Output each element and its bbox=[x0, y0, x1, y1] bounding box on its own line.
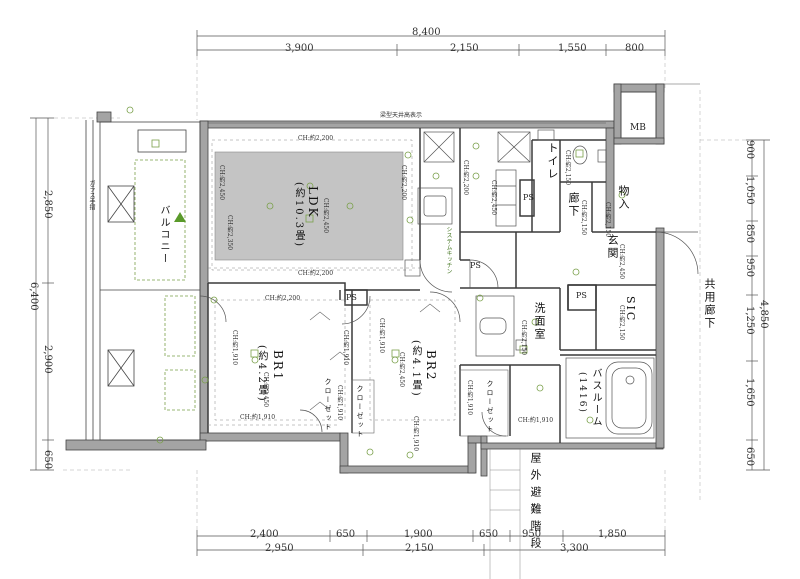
bottom-dim-4: 650 bbox=[479, 529, 499, 540]
guide-lines bbox=[54, 56, 746, 530]
washroom-label: 洗面室 bbox=[533, 302, 546, 341]
bathroom-fixtures bbox=[565, 357, 655, 439]
bottom-dim-5: 950 bbox=[522, 529, 542, 540]
top-dim-1: 3,900 bbox=[285, 43, 314, 54]
dimension-lines bbox=[30, 30, 770, 556]
bottom-dim-9: 3,300 bbox=[560, 543, 589, 554]
right-dim-4: 950 bbox=[744, 258, 755, 278]
glass-rail-label: ガラス手摺 bbox=[88, 180, 95, 210]
interior-walls bbox=[207, 128, 656, 443]
ch-storage: CH:約2,150 bbox=[604, 202, 611, 238]
left-dim-1: 2,850 bbox=[42, 190, 53, 219]
top-dim-4: 800 bbox=[625, 43, 645, 54]
hallway-label: 廊下 bbox=[567, 192, 580, 218]
ceiling-lights bbox=[126, 106, 626, 459]
right-dim-6: 1,650 bbox=[744, 378, 755, 407]
ch-entrance: CH:約2,450 bbox=[618, 244, 625, 280]
top-dim-2: 2,150 bbox=[450, 43, 479, 54]
ch-hall2: CH:約2,150 bbox=[580, 200, 587, 236]
br1-label: BR1 bbox=[271, 350, 285, 382]
ps-label-1: PS bbox=[523, 193, 534, 202]
top-dim-3: 1,550 bbox=[558, 43, 587, 54]
ch-br1-inner: CH:約2,450 bbox=[262, 372, 269, 408]
ch-ldk-left2: CH:約2,350 bbox=[226, 215, 233, 251]
ch-ldk-bottom: CH:約2,200 bbox=[298, 270, 334, 277]
bottom-dim-6: 1,850 bbox=[598, 529, 627, 540]
bottom-dim-7: 2,950 bbox=[265, 543, 294, 554]
entrance-label: 玄関 bbox=[606, 234, 619, 260]
right-dim-3: 850 bbox=[744, 224, 755, 244]
closet-label-1: クローゼット bbox=[356, 385, 364, 439]
ps-label-4: PS bbox=[470, 261, 481, 270]
bottom-dim-3: 1,900 bbox=[404, 529, 433, 540]
bathroom-size-label: (1416) bbox=[577, 372, 587, 414]
top-total-dim: 8,400 bbox=[412, 27, 441, 38]
right-dim-2: 1,050 bbox=[744, 176, 755, 205]
left-dim-2: 2,900 bbox=[42, 345, 53, 374]
toilet-label: トイレ bbox=[546, 142, 559, 181]
closet-label-2: クローゼット bbox=[486, 380, 494, 434]
kitchen-counter bbox=[404, 131, 531, 277]
ch-closet1: CH:約1,910 bbox=[336, 385, 343, 421]
ldk-label: LDK bbox=[306, 186, 320, 219]
stairs-label: 屋外避難階段 bbox=[529, 452, 542, 554]
ch-ldk-top: CH:約2,200 bbox=[298, 135, 334, 142]
left-dim-3: 650 bbox=[42, 450, 53, 470]
ch-br1-top: CH:約2,200 bbox=[265, 295, 301, 302]
ch-sic: CH:約2,150 bbox=[618, 305, 625, 341]
ch-shoes: CH:約1,910 bbox=[518, 417, 554, 424]
sensor-squares bbox=[151, 139, 584, 358]
bottom-dim-8: 2,150 bbox=[405, 543, 434, 554]
closet-label-3: クローゼット bbox=[324, 378, 332, 432]
stairs bbox=[489, 449, 521, 579]
fire-escape-marker bbox=[174, 212, 186, 222]
sic-label: SIC bbox=[624, 296, 637, 323]
mb-box bbox=[620, 91, 657, 139]
ldk-size-label: (約10.3畳) bbox=[293, 182, 304, 249]
ch-ldk-left1: CH:約2,450 bbox=[218, 165, 225, 201]
ceiling-dash-lines bbox=[208, 139, 456, 426]
ch-closet4: CH:約1,910 bbox=[342, 330, 349, 366]
ch-br2-bottom: CH:約1,910 bbox=[412, 416, 419, 452]
br1-size-label: (約4.2畳) bbox=[256, 345, 267, 403]
br2-label: BR2 bbox=[424, 350, 438, 382]
common-corridor-label: 共用廊下 bbox=[703, 278, 716, 330]
ch-ldk-right2: CH:約2,200 bbox=[462, 160, 469, 196]
washroom-fixtures bbox=[475, 295, 527, 357]
mb-label: MB bbox=[630, 123, 646, 133]
ch-closet2: CH:約1,910 bbox=[466, 380, 473, 416]
balcony-fixtures bbox=[134, 159, 196, 411]
ch-hall: CH:約2,450 bbox=[490, 180, 497, 216]
ch-br2-side: CH:約1,910 bbox=[378, 318, 385, 354]
br2-size-label: (約4.1畳) bbox=[410, 340, 421, 398]
ch-ldk-inner: CH:約2,450 bbox=[322, 198, 329, 234]
right-dim-5: 1,250 bbox=[744, 306, 755, 335]
ceiling-note-label: 梁型天井高表示 bbox=[380, 112, 423, 119]
closet-lines bbox=[309, 303, 509, 437]
ps-label-3: PS bbox=[576, 291, 587, 300]
ch-wash: CH:約2,150 bbox=[520, 320, 527, 356]
balcony-outline bbox=[85, 120, 201, 441]
outer-walls bbox=[65, 83, 665, 477]
right-total-dim: 4,850 bbox=[758, 300, 769, 329]
storage-label: 物入 bbox=[617, 185, 630, 211]
right-dim-1: 900 bbox=[744, 140, 755, 160]
ldk-ceiling-area bbox=[214, 151, 404, 261]
toilet-fixtures bbox=[537, 129, 607, 165]
bottom-dim-1: 2,400 bbox=[250, 529, 279, 540]
ch-toilet: CH:約2,150 bbox=[564, 150, 571, 186]
bottom-dim-2: 650 bbox=[336, 529, 356, 540]
right-dim-7: 650 bbox=[744, 447, 755, 467]
ch-ldk-right: CH:約2,200 bbox=[400, 165, 407, 201]
left-total-dim: 6,400 bbox=[28, 282, 39, 311]
balcony-label: バルコニー bbox=[158, 205, 169, 265]
ch-closet3: CH:約1,910 bbox=[231, 330, 238, 366]
ch-br1-bottom: CH:約1,910 bbox=[240, 414, 276, 421]
ch-br2-inner: CH:約2,450 bbox=[398, 352, 405, 388]
kitchen-note-label: システムキッチン bbox=[445, 226, 452, 274]
bathroom-label: バスルーム bbox=[590, 368, 601, 428]
ps-label-2: PS bbox=[346, 293, 357, 302]
